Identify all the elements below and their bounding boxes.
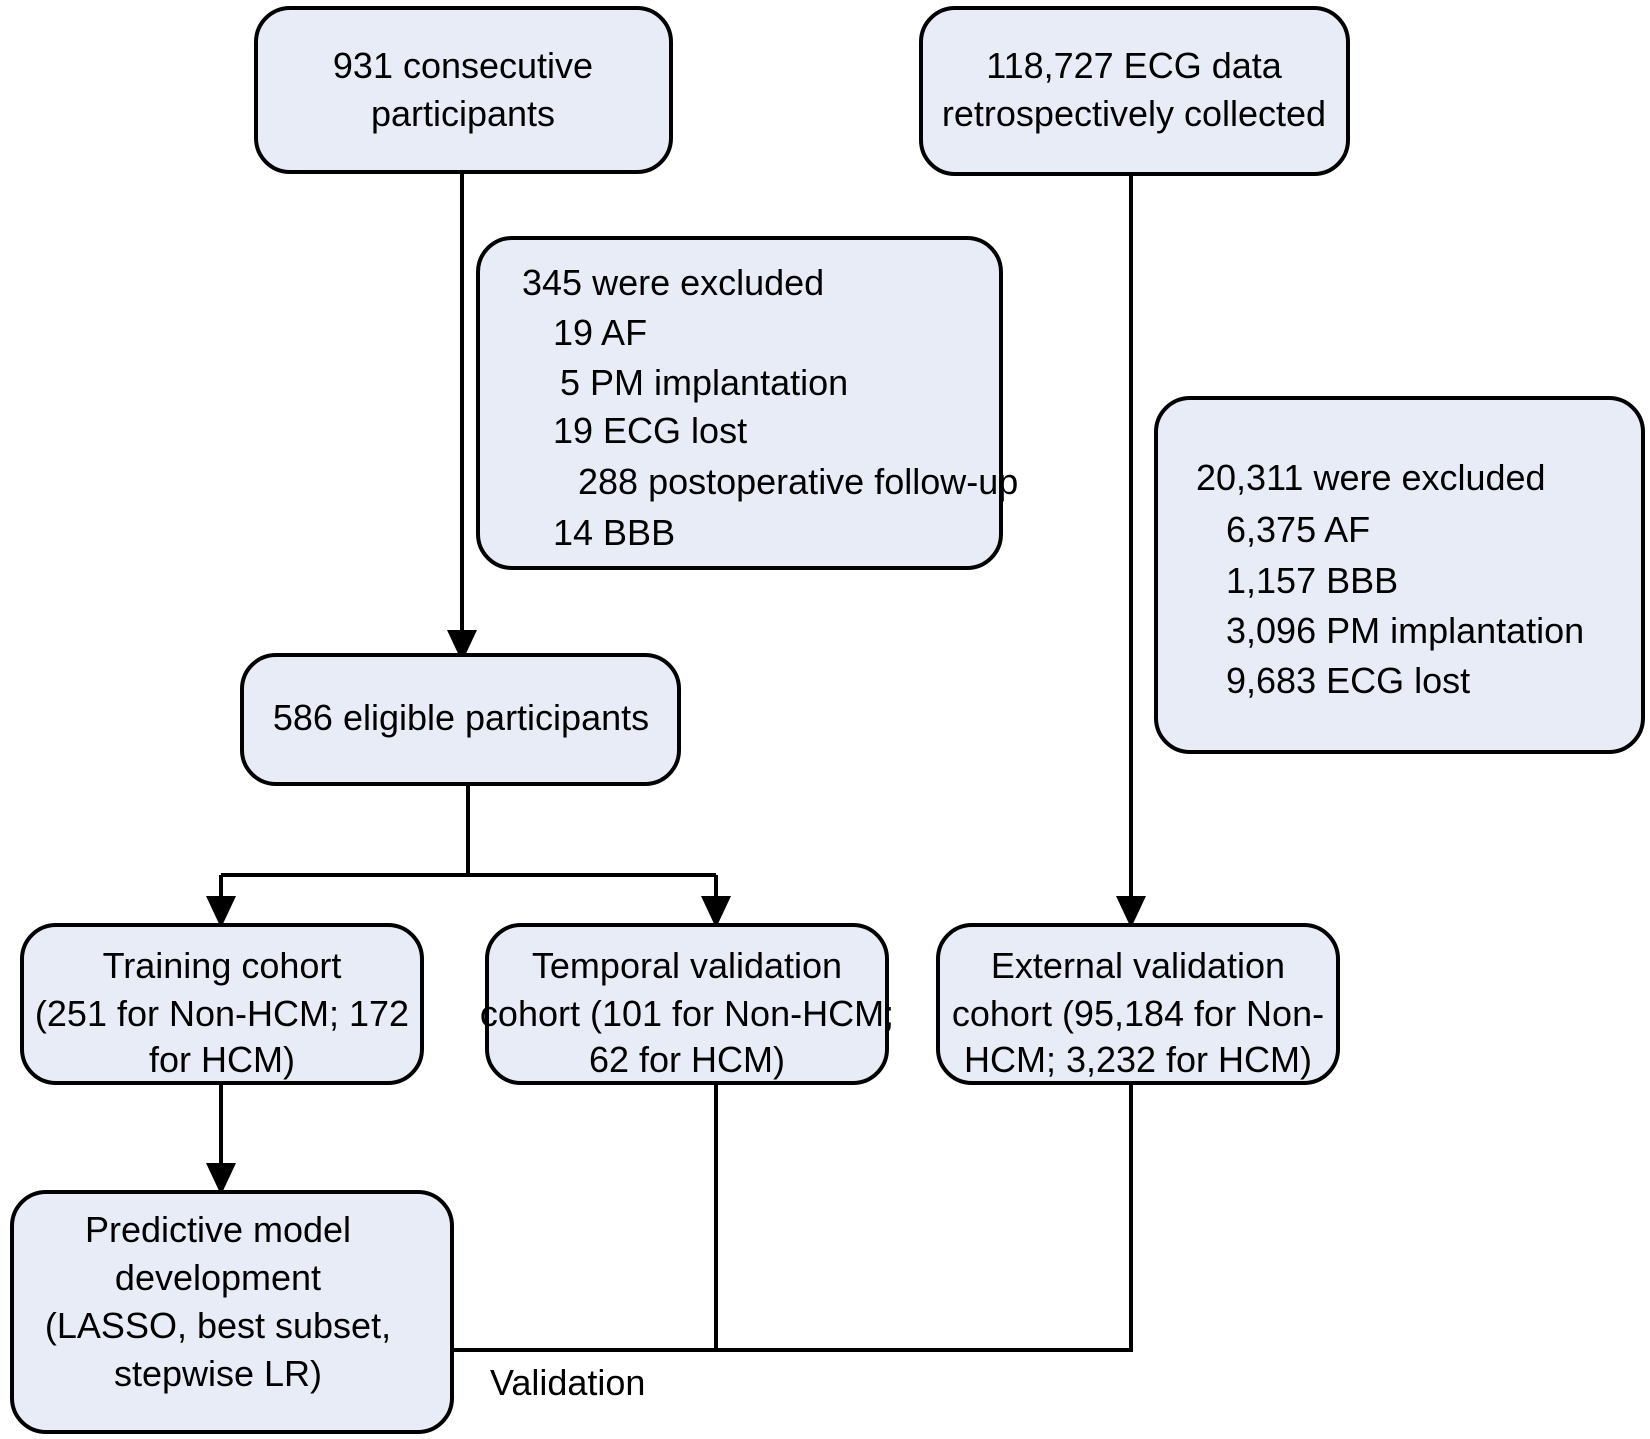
node-temporal-cohort-line-3: 62 for HCM) [589,1039,785,1080]
node-source-ecg[interactable]: 118,727 ECG data retrospectively collect… [919,6,1350,176]
node-excluded-clinical-item-4: 288 postoperative follow-up [578,461,1018,502]
arrowhead-to-eligible [447,630,477,662]
node-excluded-ecg-item-2: 1,157 BBB [1226,560,1398,601]
node-predictive-model[interactable]: Predictive model development (LASSO, bes… [10,1190,454,1434]
node-temporal-cohort[interactable]: Temporal validation cohort (101 for Non-… [480,923,894,1085]
node-source-ecg-line-1: 118,727 ECG data [986,45,1283,86]
node-external-cohort-line-1: External validation [991,945,1285,986]
arrowhead-to-model [206,1163,236,1195]
node-excluded-clinical-header: 345 were excluded [522,262,824,303]
node-temporal-cohort-line-1: Temporal validation [532,945,842,986]
node-excluded-clinical[interactable]: 345 were excluded 19 AF 5 PM implantatio… [476,236,1018,570]
node-excluded-ecg-shape [1154,396,1645,754]
node-external-cohort[interactable]: External validation cohort (95,184 for N… [936,923,1340,1085]
node-training-cohort-shape [20,923,424,1085]
node-training-cohort-line-3: for HCM) [149,1039,295,1080]
arrowhead-to-external [1116,896,1146,928]
node-temporal-cohort-line-2: cohort (101 for Non-HCM; [480,993,894,1034]
node-training-cohort[interactable]: Training cohort (251 for Non-HCM; 172 fo… [20,923,424,1085]
edge-label-validation: Validation [490,1362,645,1403]
connector-layer [206,172,1146,1367]
node-eligible-shape [240,653,681,786]
node-excluded-ecg-item-4: 9,683 ECG lost [1226,660,1470,701]
node-source-clinical[interactable]: 931 consecutive participants [254,6,673,174]
arrowhead-to-training [206,896,236,928]
node-excluded-clinical-item-5: 14 BBB [553,512,675,553]
node-excluded-ecg-item-1: 6,375 AF [1226,509,1370,550]
node-training-cohort-line-1: Training cohort [103,945,342,986]
node-predictive-model-line-3: (LASSO, best subset, [45,1305,391,1346]
node-excluded-clinical-shape [476,236,1003,570]
node-excluded-clinical-item-2: 5 PM implantation [560,362,848,403]
node-eligible-line-1: 586 eligible participants [273,697,649,738]
node-source-clinical-line-1: 931 consecutive [333,45,593,86]
arrowhead-to-temporal [701,896,731,928]
node-eligible[interactable]: 586 eligible participants [240,653,681,786]
node-excluded-ecg-header: 20,311 were excluded [1196,457,1546,498]
node-source-ecg-line-2: retrospectively collected [942,93,1326,134]
node-external-cohort-line-2: cohort (95,184 for Non- [952,993,1324,1034]
node-external-cohort-shape [936,923,1340,1085]
node-excluded-ecg-item-3: 3,096 PM implantation [1226,610,1584,651]
connector-external-to-model [452,1083,1133,1352]
node-predictive-model-line-4: stepwise LR) [114,1353,322,1394]
node-source-ecg-shape [919,6,1350,176]
node-source-clinical-line-2: participants [371,93,555,134]
node-predictive-model-line-1: Predictive model [85,1209,351,1250]
connector-temporal-to-model [452,1083,718,1352]
node-training-cohort-line-2: (251 for Non-HCM; 172 [35,993,409,1034]
node-excluded-clinical-item-1: 19 AF [553,312,647,353]
node-predictive-model-shape [10,1190,454,1434]
node-excluded-ecg[interactable]: 20,311 were excluded 6,375 AF 1,157 BBB … [1154,396,1645,754]
node-external-cohort-line-3: HCM; 3,232 for HCM) [964,1039,1312,1080]
node-source-clinical-shape [254,6,673,174]
node-temporal-cohort-shape [485,923,889,1085]
node-excluded-clinical-item-3: 19 ECG lost [553,410,747,451]
node-predictive-model-line-2: development [115,1257,321,1298]
